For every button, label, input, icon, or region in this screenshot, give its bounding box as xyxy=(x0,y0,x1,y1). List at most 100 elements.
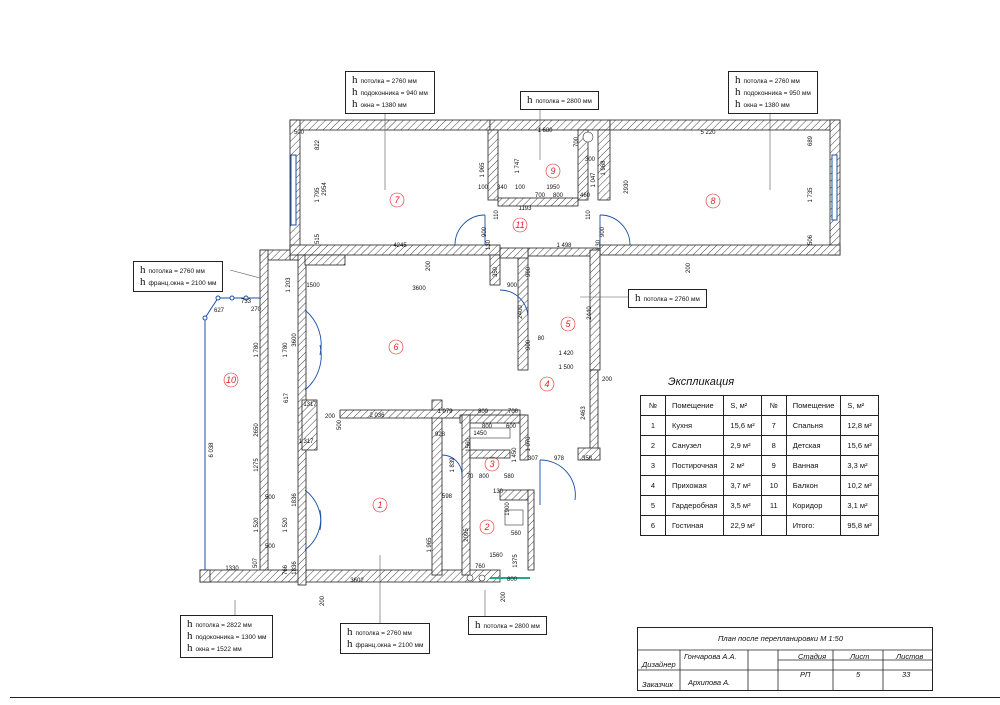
explication-cell: 10 xyxy=(760,475,787,496)
explication-cell: Гостиная xyxy=(664,515,725,536)
sheet-value: 5 xyxy=(856,670,861,679)
callout-text: франц.окна = 2100 мм xyxy=(148,280,217,287)
dimension-label: 100 xyxy=(478,185,489,191)
explication-cell: Помещение xyxy=(664,395,725,416)
explication-cell: 95,8 м² xyxy=(840,515,879,536)
dimension-label: 1 420 xyxy=(558,351,574,357)
dimension-label: 1 965 xyxy=(427,537,433,553)
explication-cell: № xyxy=(760,395,787,416)
dimension-label: 700 xyxy=(508,409,519,415)
dimension-label: 900 xyxy=(482,226,488,237)
dimension-label: 1 839 xyxy=(450,457,456,473)
dimension-label: 5 220 xyxy=(700,130,716,136)
dimension-label: 1 735 xyxy=(808,187,814,203)
dimension-label: 1836 xyxy=(292,561,298,575)
h-symbol: h xyxy=(352,86,358,98)
dimension-label: 800 xyxy=(478,409,489,415)
dimension-label: 100 xyxy=(515,185,526,191)
dimension-label: 1 520 xyxy=(283,517,289,533)
explication-cell: Постирочная xyxy=(664,455,725,476)
callout-text: подоконника = 940 мм xyxy=(360,90,428,97)
h-symbol: h xyxy=(187,618,193,630)
dimension-label: 766 xyxy=(283,564,289,575)
h-symbol: h xyxy=(140,264,146,276)
dimension-label: 358 xyxy=(582,456,593,462)
dimension-label: 1 498 xyxy=(556,243,572,249)
drawing-title: План после перепланировки М 1:50 xyxy=(718,634,844,643)
windows xyxy=(202,154,838,570)
room-marker-circle xyxy=(484,456,500,472)
dimension-label: 1 780 xyxy=(283,342,289,358)
title-block-grid xyxy=(638,649,932,690)
h-symbol: h xyxy=(735,98,741,110)
dimension-label: 507 xyxy=(253,557,259,568)
dimension-label: 3602 xyxy=(350,578,364,584)
explication-cell xyxy=(760,515,787,536)
dimension-label: 307 xyxy=(528,456,539,462)
dimension-label: 1 747 xyxy=(515,158,521,174)
dimension-label: 460 xyxy=(580,193,591,199)
h-symbol: h xyxy=(347,626,353,638)
explication-cell: Коридор xyxy=(785,495,842,516)
sheets-value: 33 xyxy=(902,670,911,679)
callout-text: окна = 1522 мм xyxy=(195,646,242,653)
dimension-label: 1 450 xyxy=(512,447,518,463)
dimension-label: 689 xyxy=(808,135,814,146)
dimension-label: 598 xyxy=(442,494,453,500)
h-symbol: h xyxy=(635,292,641,304)
dimension-label: 800 xyxy=(507,577,518,583)
explication-cell: Ванная xyxy=(785,455,842,476)
dimension-label: 1 780 xyxy=(254,342,260,358)
dimension-label: 2440 xyxy=(587,306,593,320)
customer-name: Архипова А. xyxy=(688,678,731,687)
room-marker-circle xyxy=(372,497,388,513)
designer-label: Дизайнер xyxy=(642,660,676,669)
dimension-label: 200 xyxy=(686,262,692,273)
explication-cell: 6 xyxy=(640,515,666,536)
designer-name: Гончарова А.А. xyxy=(684,652,737,661)
room-number: 2 xyxy=(483,522,489,532)
explication-cell: 3,1 м² xyxy=(840,495,879,516)
explication-cell: 4 xyxy=(640,475,666,496)
dimension-label: 822 xyxy=(315,139,321,150)
callout-text: потолка = 2822 мм xyxy=(195,622,252,629)
dimension-label: 1 968 xyxy=(601,160,607,176)
dimension-label: 80 xyxy=(538,336,545,342)
room-number: 8 xyxy=(710,196,715,206)
dimension-label: 200 xyxy=(602,377,613,383)
dimension-label: 800 xyxy=(553,193,564,199)
dimension-label: 1500 xyxy=(306,283,320,289)
dimension-label: 1330 xyxy=(225,566,239,572)
dimension-label: 580 xyxy=(504,474,515,480)
h-symbol: h xyxy=(187,642,193,654)
explication-cell: 9 xyxy=(760,455,787,476)
dimension-label: 500 xyxy=(265,495,276,501)
callout-text: франц.окна = 2100 мм xyxy=(355,642,424,649)
dimension-label: 600 xyxy=(506,424,517,430)
callout-text: потолка = 2800 мм xyxy=(483,623,540,630)
explication-cell: 22,9 м² xyxy=(723,515,762,536)
dimension-label: 3600 xyxy=(292,333,298,347)
room-marker-circle xyxy=(389,192,405,208)
dimension-label: 900 xyxy=(526,339,532,350)
explication-cell: 1 xyxy=(640,415,666,436)
room-marker-circle xyxy=(560,316,576,332)
dimension-label: 1275 xyxy=(254,458,260,472)
explication-cell: S, м² xyxy=(840,395,879,416)
explication-cell: Итого: xyxy=(785,515,842,536)
h-symbol: h xyxy=(352,74,358,86)
callout-text: потолка = 2760 мм xyxy=(743,78,800,85)
h-symbol: h xyxy=(352,98,358,110)
dimension-label: 800 xyxy=(479,474,490,480)
dimension-label: 1450 xyxy=(473,431,487,437)
dimension-label: 2954 xyxy=(322,182,328,196)
dimension-label: 900 xyxy=(526,266,532,277)
